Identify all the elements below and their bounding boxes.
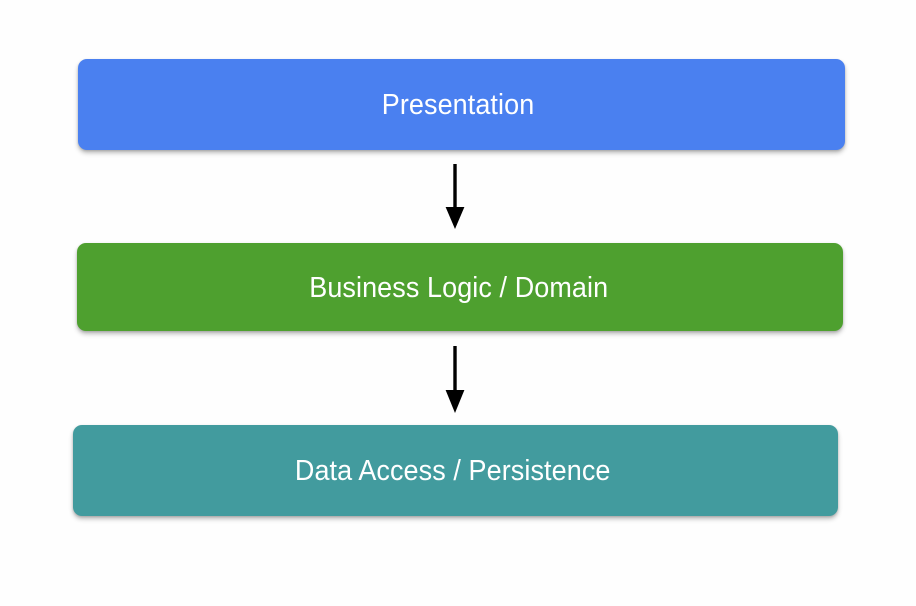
arrow-business-to-data-icon — [437, 345, 473, 415]
arrow-down-icon — [445, 164, 465, 229]
layer-label-data-access: Data Access / Persistence — [294, 455, 611, 487]
arrow-presentation-to-business-icon — [437, 163, 473, 231]
layer-label-presentation: Presentation — [382, 89, 535, 121]
layer-box-data-access[interactable]: Data Access / Persistence — [73, 425, 838, 516]
layer-box-presentation[interactable]: Presentation — [78, 59, 845, 150]
layer-label-business-logic: Business Logic / Domain — [309, 271, 609, 304]
layer-box-business-logic[interactable]: Business Logic / Domain — [77, 243, 843, 331]
arrow-down-icon — [445, 346, 465, 413]
